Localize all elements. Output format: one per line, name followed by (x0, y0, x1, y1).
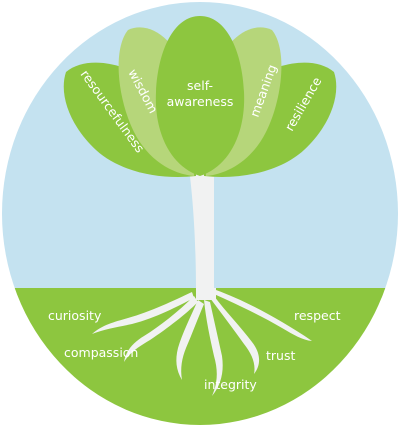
root-center-left (176, 300, 204, 380)
stem (189, 168, 214, 292)
root-center (204, 300, 223, 396)
label-integrity: integrity (204, 377, 257, 392)
flower-head (63, 16, 337, 177)
label-self-awareness-line1: self- (187, 78, 213, 93)
root-left (124, 296, 198, 362)
root-far-left (92, 292, 194, 334)
label-trust: trust (266, 348, 295, 363)
root-right (210, 296, 260, 374)
root-far-right (214, 290, 312, 341)
label-self-awareness-line2: awareness (167, 94, 234, 109)
petal-self-awareness (155, 16, 245, 176)
label-curiosity: curiosity (48, 308, 102, 323)
label-compassion: compassion (64, 345, 138, 360)
label-respect: respect (294, 308, 341, 323)
